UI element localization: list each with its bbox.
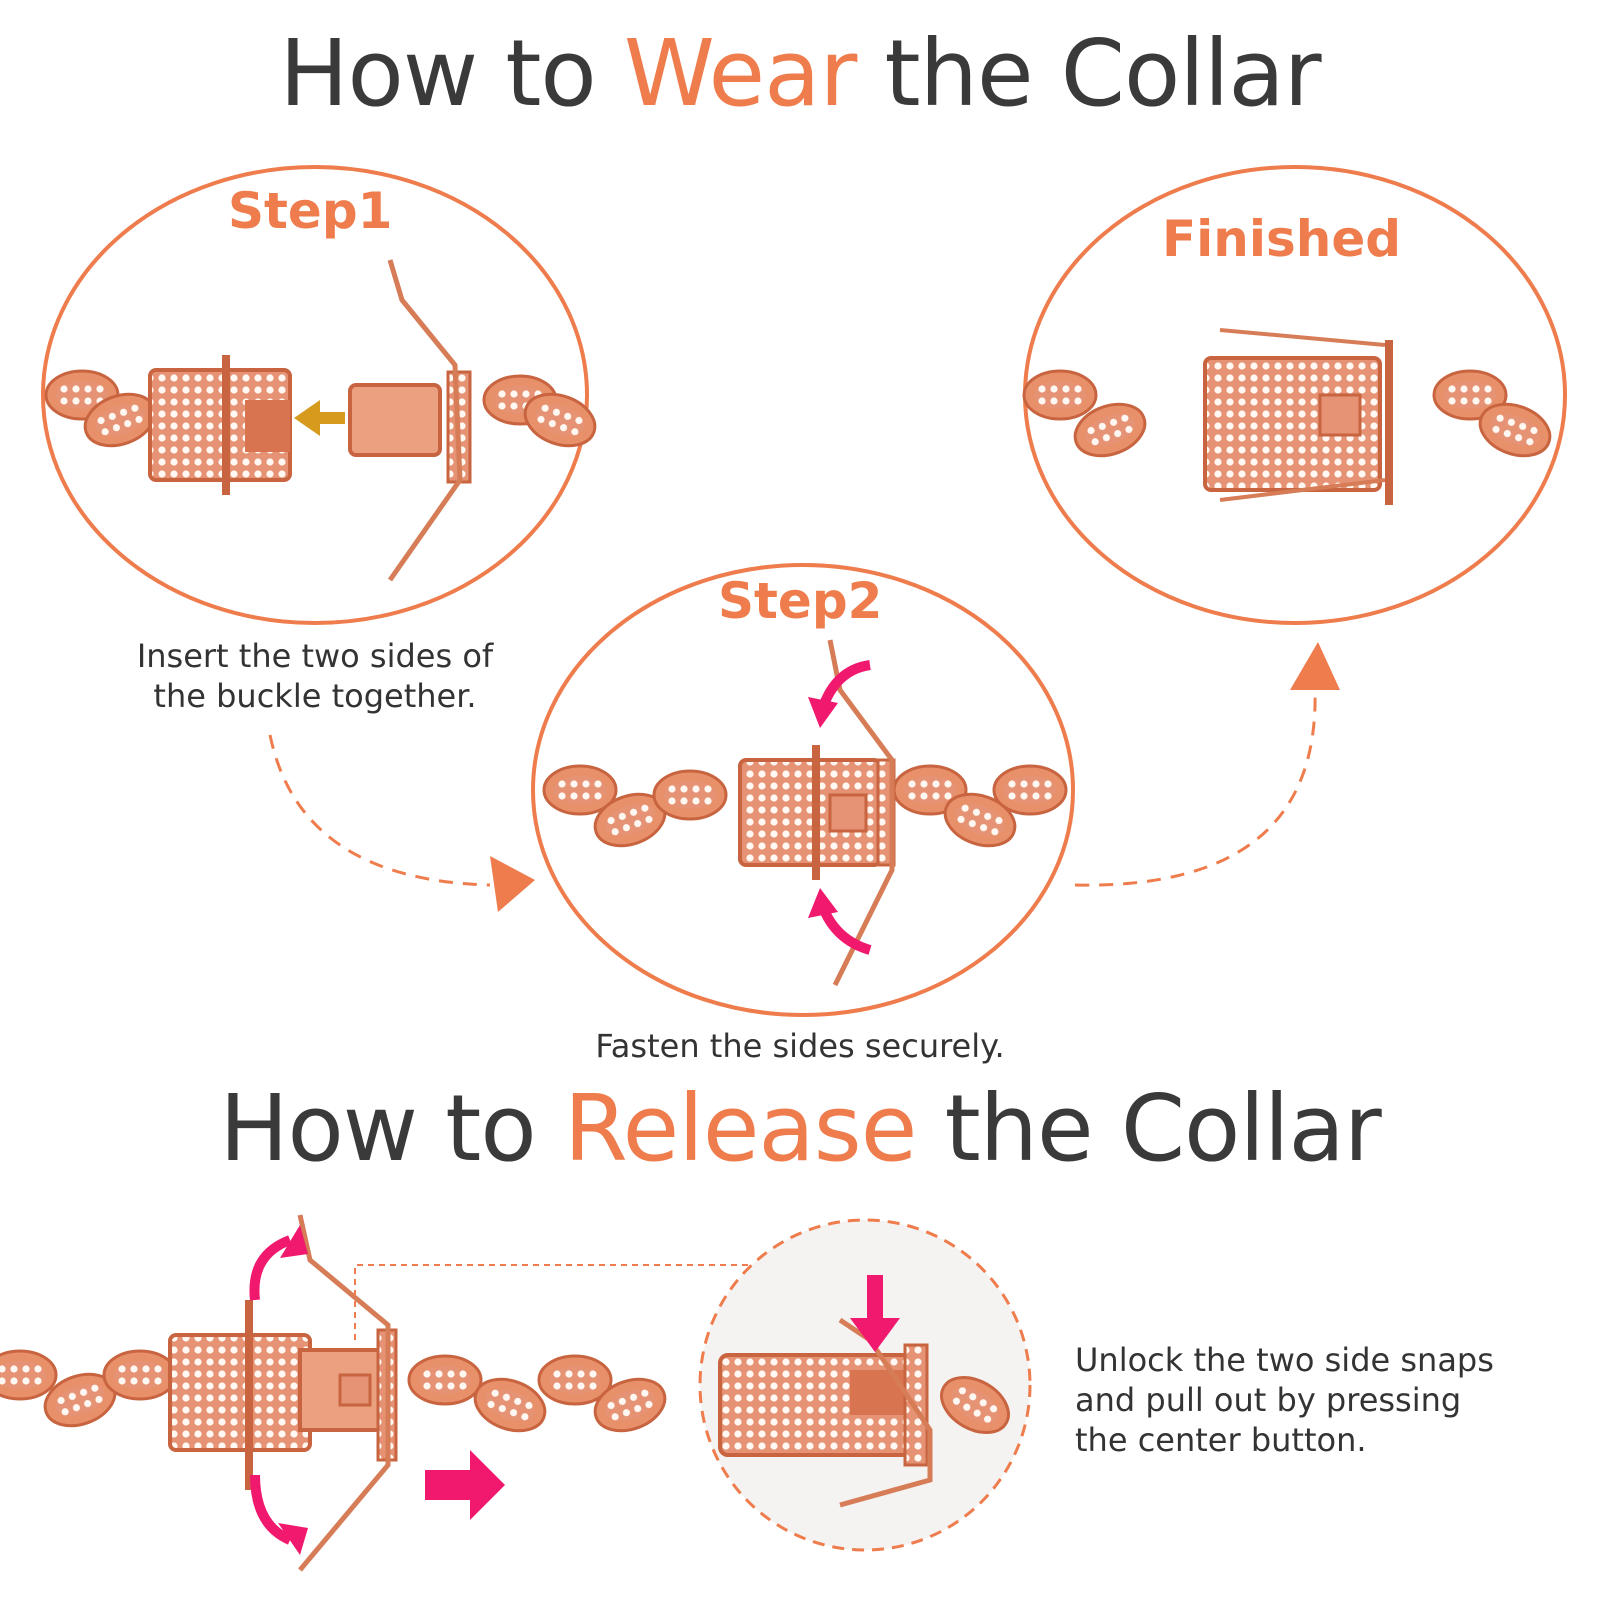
step1-clasp-left [148,355,292,495]
wear-title-prefix: How to [279,20,624,127]
release-pull-arrow-icon [425,1450,505,1520]
release-caption-line1: Unlock the two side snaps [1075,1341,1494,1379]
release-title-highlight: Release [563,1075,917,1182]
step1-caption-line1: Insert the two sides of [136,637,494,675]
step2-circle [531,563,1075,1017]
step2-clasp [738,639,896,987]
release-chain-illustration [0,1214,674,1572]
step1-caption: Insert the two sides of the buckle toget… [95,636,535,716]
step1-arrow-icon [294,400,345,436]
step1-label: Step1 [228,182,393,240]
flow-arrow-step2-to-finished [1074,642,1340,887]
step1-circle [41,165,604,625]
wear-title-suffix: the Collar [856,20,1322,127]
release-caption-line3: the center button. [1075,1421,1367,1459]
wear-title-highlight: Wear [623,20,857,127]
center-button-press-arrow-icon [850,1275,900,1352]
finished-label: Finished [1162,210,1402,268]
step2-label: Step2 [718,572,883,630]
release-unlock-arrow-top-icon [249,1225,308,1301]
wear-title: How to Wear the Collar [0,20,1600,127]
step2-press-arrow-bottom-icon [808,888,872,955]
release-unlock-arrow-bottom-icon [250,1474,308,1555]
release-caption-line2: and pull out by pressing [1075,1381,1462,1419]
release-detail-circle [698,1218,1032,1552]
step1-clasp-right [348,259,472,582]
finished-circle [1022,165,1567,625]
release-title-prefix: How to [219,1075,564,1182]
flow-arrow-step1-to-step2 [268,734,535,912]
release-title-suffix: the Collar [916,1075,1382,1182]
step1-caption-line2: the buckle together. [153,677,477,715]
finished-clasp [1203,328,1393,505]
step2-press-arrow-top-icon [808,660,871,728]
release-callout-line [354,1264,755,1340]
release-title: How to Release the Collar [0,1075,1600,1182]
step2-caption: Fasten the sides securely. [595,1027,1005,1065]
release-caption: Unlock the two side snaps and pull out b… [1075,1340,1575,1460]
